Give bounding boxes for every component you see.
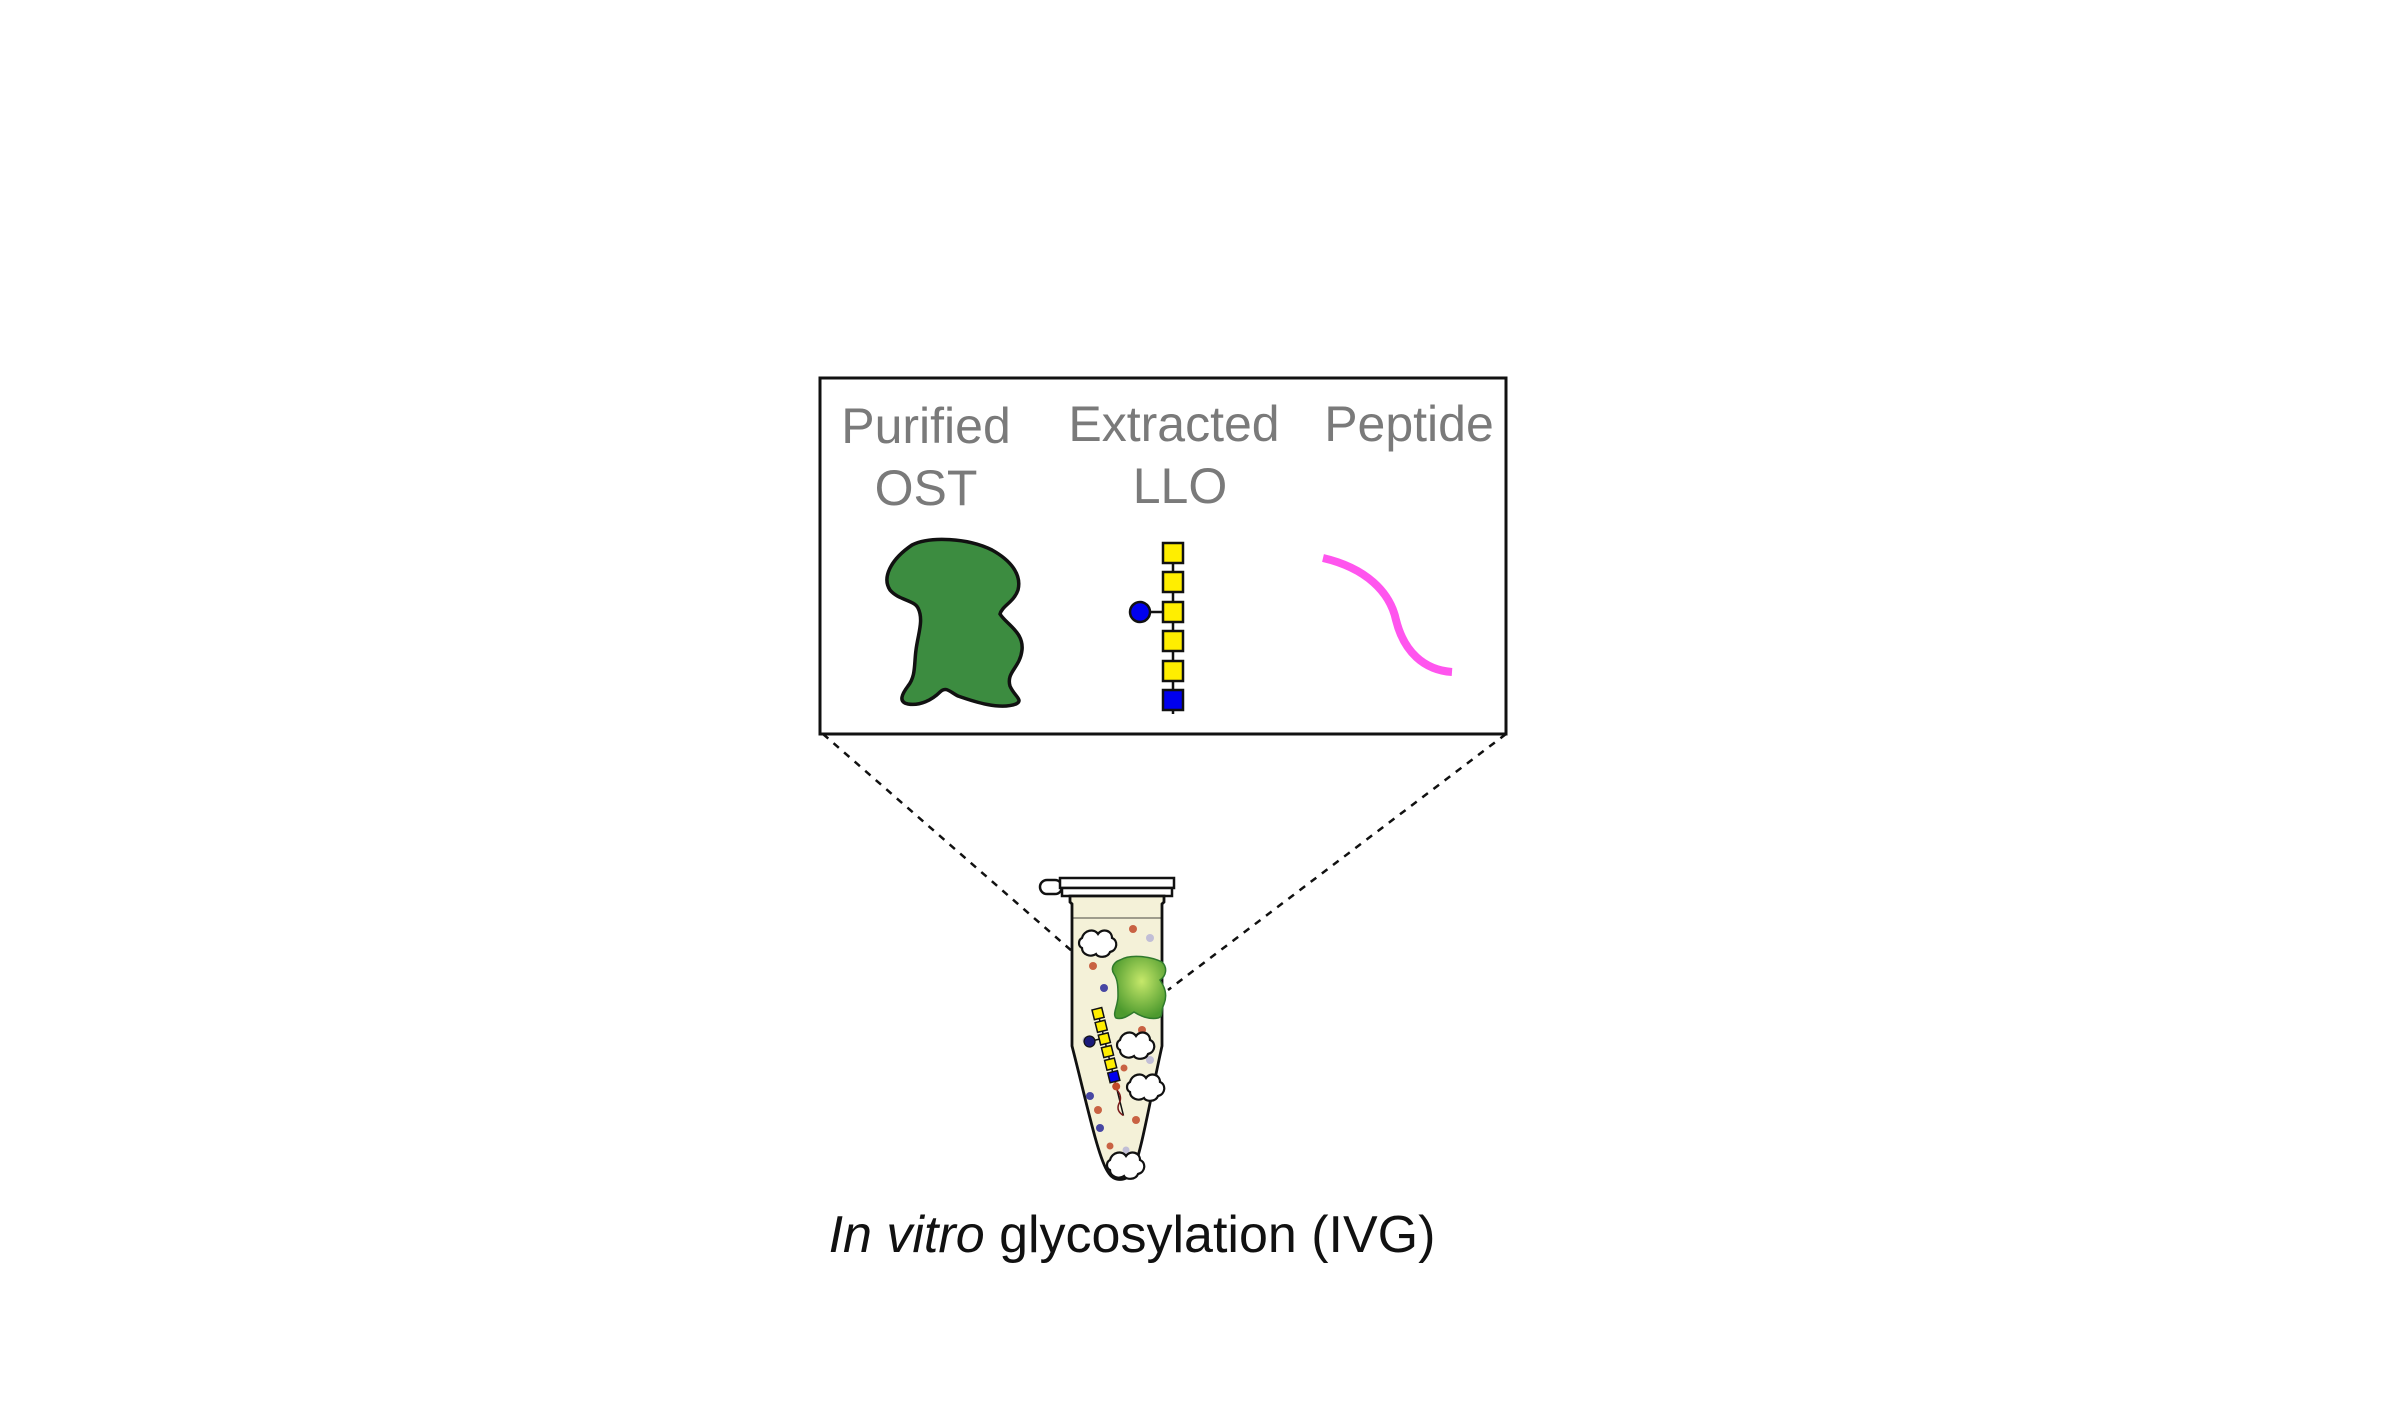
llo-label-line1: Extracted [1068, 396, 1279, 452]
tube-llo-icon [1083, 1006, 1125, 1117]
ost-label: Purified OST [841, 398, 1011, 516]
zoom-line-left [822, 733, 1113, 987]
ost-label-line2: OST [875, 460, 978, 516]
llo-label: Extracted LLO [1068, 396, 1279, 514]
caption-rest: glycosylation (IVG) [985, 1206, 1436, 1264]
caption: In vitro glycosylation (IVG) [829, 1206, 1436, 1264]
peptide-label: Peptide [1324, 396, 1494, 452]
ost-protein-icon [885, 537, 1024, 708]
peptide-icon [1322, 554, 1453, 676]
microcentrifuge-tube-icon [1038, 876, 1176, 1181]
ost-label-line1: Purified [841, 398, 1011, 454]
llo-glycan-icon [1128, 541, 1185, 714]
caption-italic: In vitro [829, 1206, 985, 1264]
llo-label-line2: LLO [1133, 458, 1228, 514]
zoom-line-right [1167, 733, 1507, 991]
tube-ost-icon [1111, 955, 1167, 1020]
